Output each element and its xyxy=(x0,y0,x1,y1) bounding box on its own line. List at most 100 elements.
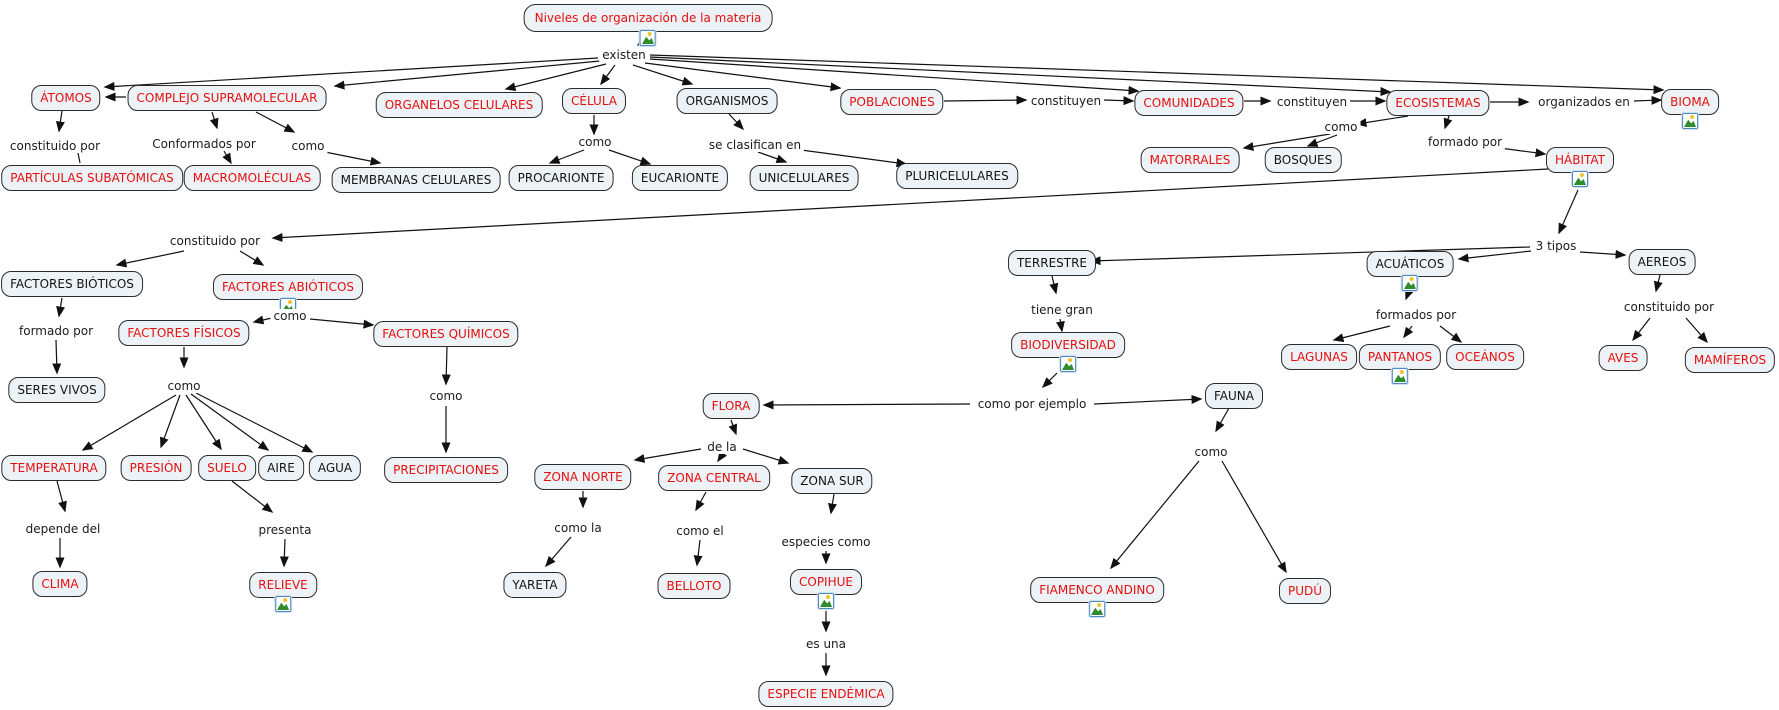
linking-phrase-conformados[interactable]: Conformados por xyxy=(149,137,259,151)
linking-phrase-como-2[interactable]: como xyxy=(575,135,615,149)
concept-fquimicos[interactable]: FACTORES QUÍMICOS xyxy=(373,321,519,347)
linking-phrase-constituido-2[interactable]: constituido por xyxy=(166,234,264,248)
concept-fiamenco[interactable]: FIAMENCO ANDINO xyxy=(1030,577,1164,617)
concept-fbioticos[interactable]: FACTORES BIÓTICOS xyxy=(1,271,143,297)
concept-ecosistemas[interactable]: ECOSISTEMAS xyxy=(1386,90,1490,116)
concept-atomos[interactable]: ÁTOMOS xyxy=(31,85,101,111)
concept-copihue[interactable]: COPIHUE xyxy=(790,569,862,609)
linking-phrase-constituido-1[interactable]: constituido por xyxy=(6,139,104,153)
linking-phrase-cpe[interactable]: como por ejemplo xyxy=(974,397,1090,411)
linking-phrase-comoel[interactable]: como el xyxy=(673,524,727,538)
concept-flora[interactable]: FLORA xyxy=(702,393,760,419)
edge-existen-to-poblaciones xyxy=(644,62,842,92)
concept-zonasur[interactable]: ZONA SUR xyxy=(791,468,873,494)
concept-agua[interactable]: AGUA xyxy=(308,455,362,481)
concept-bioma[interactable]: BIOMA xyxy=(1661,89,1719,129)
concept-organismos[interactable]: ORGANISMOS xyxy=(676,88,778,114)
linking-phrase-como-6[interactable]: como xyxy=(426,389,466,403)
concept-complejo[interactable]: COMPLEJO SUPRAMOLECULAR xyxy=(127,85,327,111)
image-resource-icon[interactable] xyxy=(640,30,656,46)
concept-clima[interactable]: CLIMA xyxy=(32,571,88,597)
concept-eucarionte[interactable]: EUCARIONTE xyxy=(631,165,729,191)
concept-temperatura[interactable]: TEMPERATURA xyxy=(1,455,107,481)
concept-mamiferos[interactable]: MAMÍFEROS xyxy=(1684,347,1776,373)
concept-comunidades[interactable]: COMUNIDADES xyxy=(1134,90,1244,116)
concept-yareta[interactable]: YARETA xyxy=(503,572,567,598)
linking-phrase-organizados[interactable]: organizados en xyxy=(1535,95,1633,109)
concept-aereos[interactable]: AEREOS xyxy=(1628,249,1696,275)
concept-zonacentral[interactable]: ZONA CENTRAL xyxy=(658,465,770,491)
linking-phrase-formados[interactable]: formados por xyxy=(1372,308,1460,322)
concept-organelos[interactable]: ORGANELOS CELULARES xyxy=(375,92,543,118)
image-resource-icon[interactable] xyxy=(1059,356,1076,372)
edge-formado-2-to-seresvivos xyxy=(52,339,62,375)
image-resource-icon[interactable] xyxy=(1571,171,1588,187)
image-resource-icon[interactable] xyxy=(1402,275,1418,291)
linking-phrase-comola[interactable]: como la xyxy=(551,521,605,535)
linking-phrase-clasifican[interactable]: se clasifican en xyxy=(705,138,805,152)
edge-existen-to-complejo xyxy=(333,60,601,90)
image-resource-icon[interactable] xyxy=(818,593,834,609)
concept-terrestre[interactable]: TERRESTRE xyxy=(1007,250,1097,276)
concept-fauna[interactable]: FAUNA xyxy=(1205,383,1263,409)
concept-oceanos[interactable]: OCEÁNOS xyxy=(1446,344,1524,370)
concept-habitat[interactable]: HÁBITAT xyxy=(1545,147,1615,187)
image-resource-icon[interactable] xyxy=(275,596,291,612)
edge-clasifican-to-unicelulares xyxy=(757,151,788,164)
linking-phrase-presenta[interactable]: presenta xyxy=(255,523,315,537)
linking-phrase-especies[interactable]: especies como xyxy=(778,535,874,549)
linking-phrase-existen[interactable]: existen xyxy=(599,48,649,62)
image-resource-icon[interactable] xyxy=(1682,113,1698,129)
concept-aves[interactable]: AVES xyxy=(1598,345,1648,371)
linking-phrase-depende[interactable]: depende del xyxy=(22,522,104,536)
concept-bosques[interactable]: BOSQUES xyxy=(1264,147,1342,173)
edge-ecosistemas-to-como-3 xyxy=(1355,115,1409,127)
concept-pluricelulares[interactable]: PLURICELULARES xyxy=(896,163,1018,189)
edge-zonacentral-to-comoel xyxy=(695,491,707,512)
image-resource-icon[interactable] xyxy=(1089,601,1105,617)
concept-presion[interactable]: PRESIÓN xyxy=(120,455,192,481)
concept-macromoleculas[interactable]: MACROMOLÉCULAS xyxy=(183,165,321,191)
linking-phrase-como-1[interactable]: como xyxy=(288,139,328,153)
concept-relieve[interactable]: RELIEVE xyxy=(249,572,317,612)
edge-ecosistemas-to-formado-1 xyxy=(1443,115,1453,130)
concept-precipitaciones[interactable]: PRECIPITACIONES xyxy=(384,457,508,483)
edge-como-4-to-ffisicos xyxy=(252,315,273,325)
concept-celula[interactable]: CÉLULA xyxy=(561,88,627,114)
image-resource-icon[interactable] xyxy=(1392,368,1408,384)
concept-suelo[interactable]: SUELO xyxy=(198,455,256,481)
linking-phrase-3tipos[interactable]: 3 tipos xyxy=(1532,239,1580,253)
concept-especie[interactable]: ESPECIE ENDÉMICA xyxy=(758,681,894,707)
concept-zonanorte[interactable]: ZONA NORTE xyxy=(534,464,632,490)
concept-ffisicos[interactable]: FACTORES FÍSICOS xyxy=(118,320,250,346)
linking-phrase-constituyen-2[interactable]: constituyen xyxy=(1273,95,1351,109)
concept-matorrales[interactable]: MATORRALES xyxy=(1140,147,1240,173)
concept-poblaciones[interactable]: POBLACIONES xyxy=(840,89,944,115)
concept-aire[interactable]: AIRE xyxy=(258,455,304,481)
concept-membranas[interactable]: MEMBRANAS CELULARES xyxy=(331,167,501,193)
concept-particulas[interactable]: PARTÍCULAS SUBATÓMICAS xyxy=(1,165,183,191)
concept-seresvivos[interactable]: SERES VIVOS xyxy=(8,377,106,403)
linking-phrase-constituido-3[interactable]: constituido por xyxy=(1620,300,1718,314)
concept-acuaticos[interactable]: ACUÁTICOS xyxy=(1366,251,1454,291)
linking-phrase-formado-1[interactable]: formado por xyxy=(1425,135,1505,149)
concept-belloto[interactable]: BELLOTO xyxy=(657,573,731,599)
concept-pudu[interactable]: PUDÚ xyxy=(1278,578,1332,604)
linking-phrase-esuna[interactable]: es una xyxy=(802,637,850,651)
edge-formado-1-to-habitat xyxy=(1499,147,1547,158)
linking-phrase-como-3[interactable]: como xyxy=(1321,120,1361,134)
concept-fabioticos[interactable]: FACTORES ABIÓTICOS xyxy=(212,274,364,314)
linking-phrase-como-5[interactable]: como xyxy=(164,379,204,393)
linking-phrase-tiene[interactable]: tiene gran xyxy=(1028,303,1096,317)
concept-titulo[interactable]: Niveles de organización de la materia xyxy=(523,4,773,46)
linking-phrase-formado-2[interactable]: formado por xyxy=(16,324,96,338)
linking-phrase-como-7[interactable]: como xyxy=(1191,445,1231,459)
concept-unicelulares[interactable]: UNICELULARES xyxy=(749,165,859,191)
concept-biodiversidad[interactable]: BIODIVERSIDAD xyxy=(1011,332,1125,372)
concept-pantanos[interactable]: PANTANOS xyxy=(1358,344,1442,384)
linking-phrase-como-4[interactable]: como xyxy=(270,309,310,323)
concept-procarionte[interactable]: PROCARIONTE xyxy=(508,165,614,191)
linking-phrase-constituyen-1[interactable]: constituyen xyxy=(1027,94,1105,108)
linking-phrase-dela[interactable]: de la xyxy=(704,440,740,454)
concept-lagunas[interactable]: LAGUNAS xyxy=(1281,344,1357,370)
